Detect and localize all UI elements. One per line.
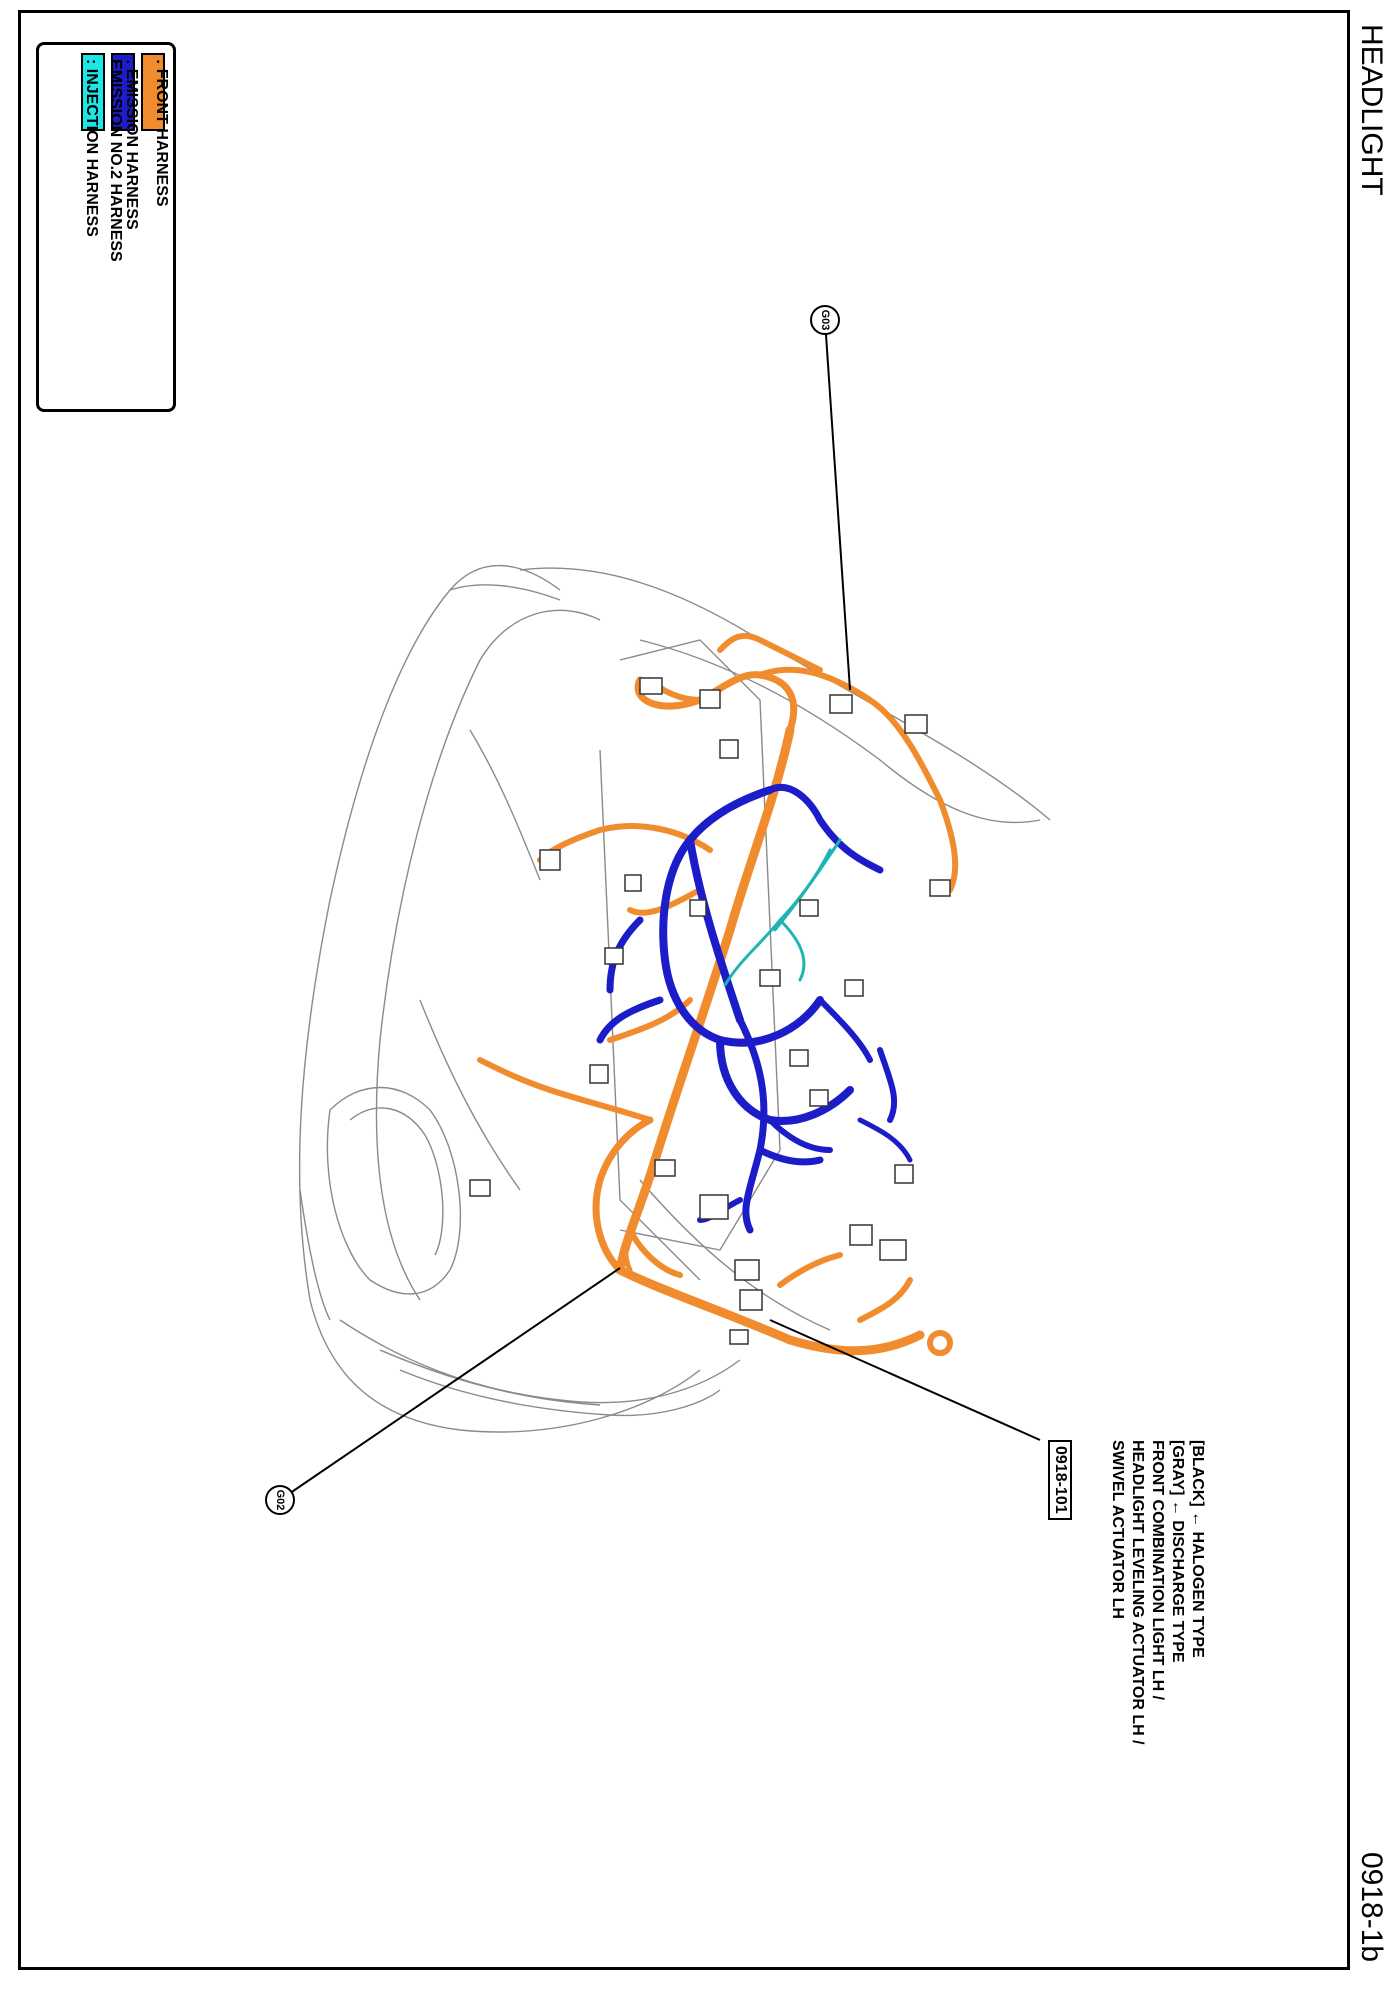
connectors [469, 677, 951, 1345]
page-frame [18, 10, 1350, 1970]
callout-line-halogen: [BLACK] ← HALOGEN TYPE [1189, 1440, 1206, 1658]
callout-line-leveling-actuator: HEADLIGHT LEVELING ACTUATOR LH / [1129, 1440, 1146, 1745]
vehicle-outline [298, 564, 1051, 1433]
ground-g03: G03 [810, 305, 840, 335]
front-harness-swatch [141, 53, 165, 131]
ground-label-g02: G02 [274, 1490, 286, 1511]
front-harness-wiring [477, 632, 959, 1356]
ground-label-g03: G03 [819, 310, 831, 331]
callout-line-discharge: [GRAY] ← DISCHARGE TYPE [1169, 1440, 1186, 1663]
ground-g02: G02 [265, 1485, 295, 1515]
connector-id-label: 0918-101 [1048, 1440, 1072, 1520]
callout-line-front-combination: FRONT COMBINATION LIGHT LH / [1149, 1440, 1166, 1701]
emission-harness-wiring [596, 783, 913, 1234]
injection-harness-wiring [723, 838, 842, 987]
harness-legend: : FRONT HARNESS : EMISSION HARNESS EMISS… [36, 42, 176, 412]
injection-harness-swatch [81, 53, 105, 131]
emission-harness-swatch [111, 53, 135, 131]
callout-line-swivel-actuator: SWIVEL ACTUATOR LH [1109, 1440, 1126, 1619]
leader-lines [279, 319, 1041, 1501]
